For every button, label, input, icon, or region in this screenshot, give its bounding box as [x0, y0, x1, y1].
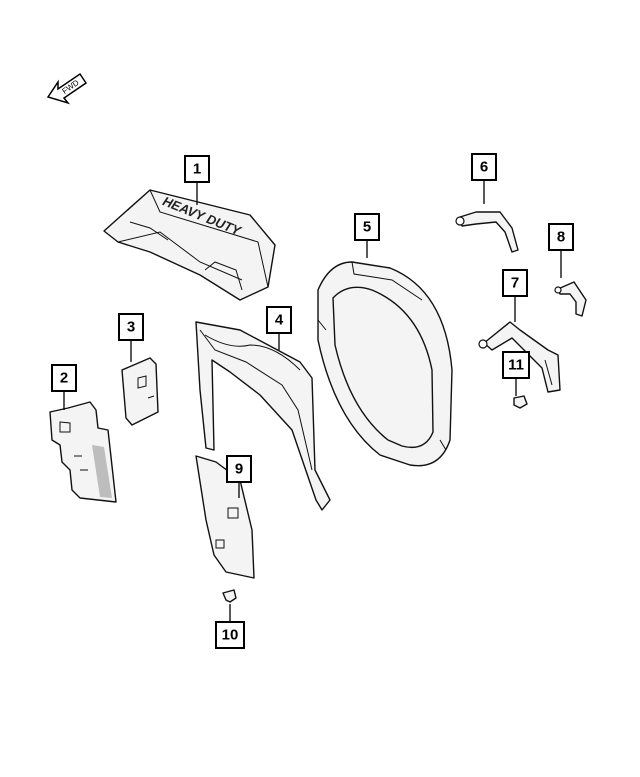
callout-10-label: 10	[222, 627, 239, 644]
callout-10: 10	[215, 621, 245, 649]
callout-11: 11	[502, 351, 530, 379]
callout-2-label: 2	[60, 370, 68, 387]
part-5-ring-shroud	[317, 261, 453, 467]
callout-8-label: 8	[557, 229, 565, 246]
callout-6: 6	[471, 153, 497, 181]
part-2-left-side-panel	[49, 401, 117, 503]
callout-5: 5	[354, 213, 380, 241]
callout-4-label: 4	[275, 312, 284, 329]
callout-1-label: 1	[193, 161, 201, 178]
part-3-small-panel	[121, 357, 159, 426]
part-11-nut	[513, 395, 528, 409]
part-4-fan-shroud-frame	[195, 321, 331, 511]
callout-6-label: 6	[480, 159, 488, 176]
part-7-strut-bracket	[478, 321, 561, 393]
callout-4: 4	[266, 306, 292, 334]
callout-9: 9	[226, 455, 252, 483]
callout-8: 8	[548, 223, 574, 251]
callout-9-label: 9	[235, 461, 243, 478]
callout-2: 2	[51, 364, 77, 392]
callout-5-label: 5	[363, 219, 371, 236]
part-1-upper-air-deflector: HEAVY DUTY	[103, 189, 276, 301]
callout-1: 1	[184, 155, 210, 183]
leader-lines	[63, 180, 562, 622]
callout-7-label: 7	[511, 275, 519, 292]
part-10-push-pin	[222, 589, 237, 603]
part-6-bracket	[455, 211, 519, 253]
fwd-arrow-icon: FWD	[46, 72, 88, 105]
callout-3-label: 3	[127, 319, 135, 336]
callout-7: 7	[502, 269, 528, 297]
callout-11-label: 11	[508, 357, 524, 374]
callout-3: 3	[118, 313, 144, 341]
part-8-small-bracket	[554, 281, 587, 317]
